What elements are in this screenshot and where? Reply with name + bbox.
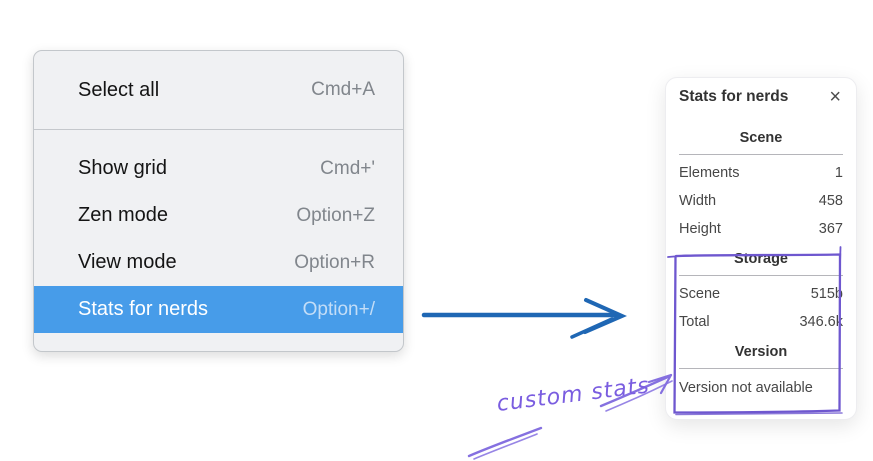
stats-section-storage: Storage Scene 515b Total 346.6k [679,249,843,336]
menu-group-bottom: Show grid Cmd+' Zen mode Option+Z View m… [34,130,403,351]
stat-value: 458 [818,193,843,209]
menu-item-zen-mode[interactable]: Zen mode Option+Z [34,192,403,239]
menu-item-label: Show grid [78,157,167,179]
stat-value: 367 [818,221,843,237]
stats-panel-header: Stats for nerds × [679,86,843,108]
menu-item-show-grid[interactable]: Show grid Cmd+' [34,145,403,192]
blue-arrow [421,298,627,339]
section-heading: Scene [739,130,783,146]
menu-item-label: Stats for nerds [78,298,209,320]
section-divider [679,154,843,155]
stat-label: Scene [679,286,721,302]
section-divider [679,275,843,276]
menu-item-shortcut: Cmd+' [320,157,375,179]
stat-value: 346.6k [799,314,843,330]
stat-value: 515b [810,286,843,302]
menu-item-select-all[interactable]: Select all Cmd+A [34,65,403,115]
stats-panel: Stats for nerds × Scene Elements 1 Width… [665,77,857,420]
section-heading: Version [734,344,788,360]
menu-divider [34,129,403,130]
stat-label: Width [679,193,717,209]
stat-row-elements: Elements 1 [679,159,843,187]
menu-item-label: View mode [78,251,177,273]
stat-row-width: Width 458 [679,187,843,215]
menu-item-shortcut: Option+R [294,251,375,273]
stat-row-height: Height 367 [679,215,843,243]
menu-item-shortcut: Cmd+A [311,79,375,100]
section-heading: Storage [734,251,788,267]
menu-group-top: Select all Cmd+A [34,51,403,129]
stats-section-version: Version Version not available [679,342,843,403]
context-menu: Select all Cmd+A Show grid Cmd+' Zen mod… [33,50,404,352]
section-divider [679,368,843,369]
stat-label: Height [679,221,721,237]
close-icon[interactable]: × [829,86,841,108]
stat-value: 1 [834,165,843,181]
stat-row-scene-storage: Scene 515b [679,280,843,308]
menu-item-label: Select all [78,78,160,101]
menu-item-stats-for-nerds[interactable]: Stats for nerds Option+/ [34,286,403,333]
stats-panel-title: Stats for nerds [679,88,789,105]
stat-label: Total [679,314,710,330]
custom-stats-annotation-label: custom stats [495,373,652,417]
stat-row-total-storage: Total 346.6k [679,308,843,336]
version-note: Version not available [679,380,813,396]
menu-item-view-mode[interactable]: View mode Option+R [34,239,403,286]
menu-item-label: Zen mode [78,204,169,226]
menu-item-shortcut: Option+/ [302,298,375,320]
menu-item-shortcut: Option+Z [296,204,375,226]
stats-section-scene: Scene Elements 1 Width 458 Height 367 [679,128,843,243]
stat-label: Elements [679,165,740,181]
